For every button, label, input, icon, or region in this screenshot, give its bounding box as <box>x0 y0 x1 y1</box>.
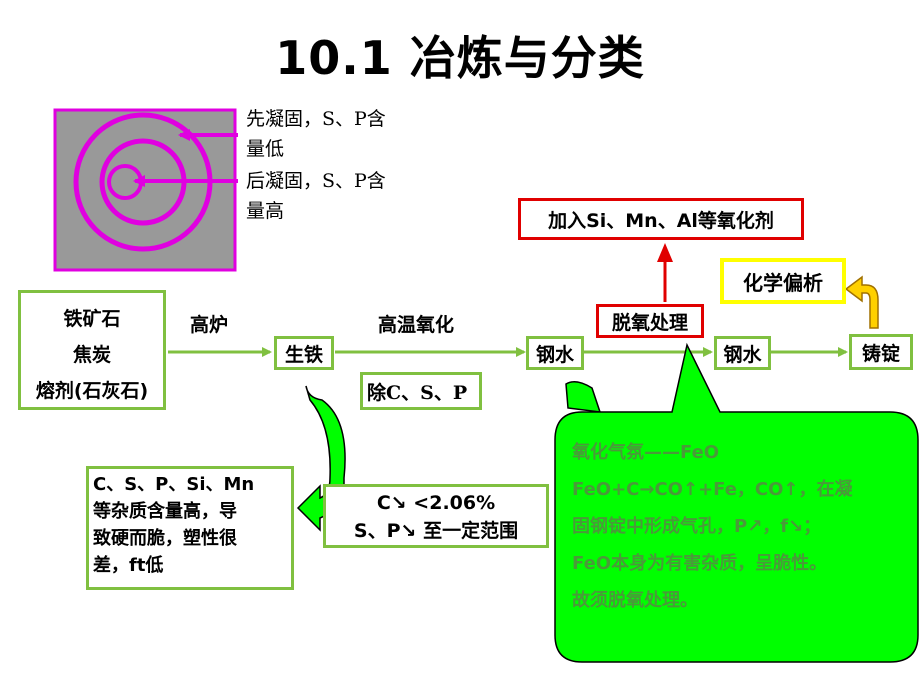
ingot-box: 铸锭 <box>849 334 913 370</box>
callout-line: FeO本身为有害杂质，呈脆性。 <box>572 553 828 574</box>
callout-line: FeO+C→CO↑+Fe，CO↑，在凝 <box>572 479 853 500</box>
note-line: C、S、P、Si、Mn <box>93 474 255 495</box>
steel-water-box-2: 钢水 <box>714 336 771 370</box>
note-first-solidified: 先凝固，S、P含 量低 <box>246 104 386 164</box>
step-blast-furnace: 高炉 <box>190 314 229 336</box>
remove-impurities-box: 除C、S、P <box>360 372 482 410</box>
step-high-temp-oxidation: 高温氧化 <box>378 314 455 336</box>
note-line: 先凝固，S、P含 <box>246 108 386 130</box>
result-line: C↘ <2.06% <box>376 492 496 514</box>
note-line: 等杂质含量高，导 <box>93 501 237 522</box>
note-line: 量低 <box>246 138 285 160</box>
curved-arrow <box>844 275 879 329</box>
raw-material-item: 熔剂(石灰石) <box>35 380 149 402</box>
callout-line: 固钢锭中形成气孔，P↗，f↘； <box>572 516 822 537</box>
red-up-arrow <box>657 243 673 302</box>
result-line: S、P↘ 至一定范围 <box>353 520 519 542</box>
oxidation-result-box: C↘ <2.06% S、P↘ 至一定范围 <box>323 484 549 548</box>
note-later-solidified: 后凝固，S、P含 量高 <box>246 166 386 226</box>
bubble-tail-left <box>565 381 602 413</box>
callout-line: 氧化气氛——FeO <box>572 442 720 463</box>
callout-line: 故须脱氧处理。 <box>572 590 698 611</box>
steel-water-box-1: 钢水 <box>526 336 584 370</box>
note-line: 量高 <box>246 200 285 222</box>
note-line: 后凝固，S、P含 <box>246 170 386 192</box>
callout-text: 氧化气氛——FeO FeO+C→CO↑+Fe，CO↑，在凝 固钢锭中形成气孔，P… <box>572 434 912 619</box>
note-line: 差，ft低 <box>93 555 164 576</box>
callout-bubble-shape <box>554 342 919 663</box>
deoxidize-box: 脱氧处理 <box>596 304 704 338</box>
raw-material-item: 铁矿石 <box>63 308 121 330</box>
segregation-box: 化学偏析 <box>720 258 846 304</box>
pig-iron-box: 生铁 <box>274 336 334 370</box>
raw-materials-box: 铁矿石 焦炭 熔剂(石灰石) <box>18 290 166 410</box>
raw-material-item: 焦炭 <box>72 344 111 366</box>
pig-iron-note-box: C、S、P、Si、Mn 等杂质含量高，导 致硬而脆，塑性很 差，ft低 <box>86 466 294 590</box>
ingot-cross-section <box>53 108 238 272</box>
deoxidizer-agents-box: 加入Si、Mn、Al等氧化剂 <box>518 198 804 240</box>
note-line: 致硬而脆，塑性很 <box>93 528 237 549</box>
page-title: 10.1 冶炼与分类 <box>275 31 645 85</box>
